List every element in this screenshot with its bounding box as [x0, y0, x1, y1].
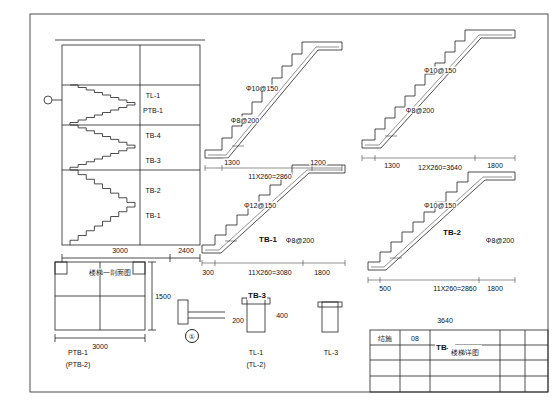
node-detail	[178, 300, 225, 324]
dimension-text: 11X260=2860	[432, 285, 477, 292]
section-flight	[70, 85, 135, 105]
dimension-text: 400	[275, 312, 289, 319]
node-text: 楼梯详图	[451, 349, 479, 356]
dimension-text: 1300	[223, 159, 241, 166]
detail-callout: ①	[185, 329, 199, 343]
dimension-text: Φ8@200	[485, 237, 515, 244]
dimension-text: 1200	[309, 159, 327, 166]
dimension-text: Φ10@150	[423, 202, 457, 209]
dimension-text: 300	[201, 269, 215, 276]
stair-flight	[368, 172, 515, 283]
dimension-text: TL-1	[145, 92, 161, 99]
dimension-text: 1300	[383, 162, 401, 169]
dimension-text: Φ12@150	[243, 202, 277, 209]
title-block	[370, 330, 548, 392]
dimension-text: 结施	[377, 335, 393, 342]
dimension-text: TL-3	[323, 349, 339, 356]
dimension-text: 3000	[91, 343, 109, 350]
dimension-text: Φ8@200	[285, 237, 315, 244]
stair-flight	[202, 165, 345, 266]
drawing-label: TB-2	[442, 229, 462, 237]
dimension-text: TB-1	[144, 212, 161, 219]
section-flight	[70, 207, 135, 245]
dimension-text: TB-3	[144, 157, 161, 164]
dimension-text: 500	[378, 285, 392, 292]
dimension-text: Φ10@150	[423, 67, 457, 74]
dimension-text: 1500	[154, 293, 172, 300]
dimension-text: PTB-1	[142, 107, 164, 114]
node-text: ①	[189, 333, 195, 340]
dimension-text: Φ8@200	[230, 117, 260, 124]
dimension-text: 1800	[313, 269, 331, 276]
dimension-text: 200	[231, 317, 245, 324]
dimension-text: 08	[410, 335, 420, 342]
dimension-text: 11X260=3080	[247, 269, 292, 276]
section-flight	[70, 125, 135, 148]
dimension-text: 1800	[486, 162, 504, 169]
dimension-text: TB-4	[144, 132, 161, 139]
dimension-text: 1800	[486, 285, 504, 292]
beam-section	[242, 298, 342, 332]
stair-flight	[205, 42, 342, 171]
drawing-label: TB-1	[258, 236, 278, 244]
dimension-text: 12X260=3640	[417, 164, 463, 171]
dimension-text: TL-1	[248, 349, 264, 356]
dimension-text: 楼梯一剖面图	[88, 269, 132, 276]
dimension-text: TB-2	[144, 187, 161, 194]
landing-slab-plan	[55, 262, 156, 342]
dimension-text: 3000	[111, 247, 129, 254]
section-flight	[70, 170, 135, 207]
dimension-text: (PTB-2)	[65, 361, 92, 368]
section-flight	[70, 105, 135, 125]
stair-flight	[362, 30, 515, 161]
title-cell: 楼梯详图	[448, 345, 482, 359]
section-flight	[70, 148, 135, 170]
dimension-text: Φ8@200	[405, 107, 435, 114]
dimension-text: 2400	[177, 247, 195, 254]
dimension-text: 3640	[436, 317, 454, 324]
sheet-frame	[30, 14, 548, 392]
stair-section	[44, 40, 205, 262]
dimension-text: PTB-1	[67, 349, 89, 356]
dimension-text: (TL-2)	[245, 361, 266, 368]
dimension-text: Φ10@150	[245, 85, 279, 92]
drawing-label: TB-3	[247, 292, 267, 300]
dimension-text: 11X260=2860	[247, 173, 292, 180]
